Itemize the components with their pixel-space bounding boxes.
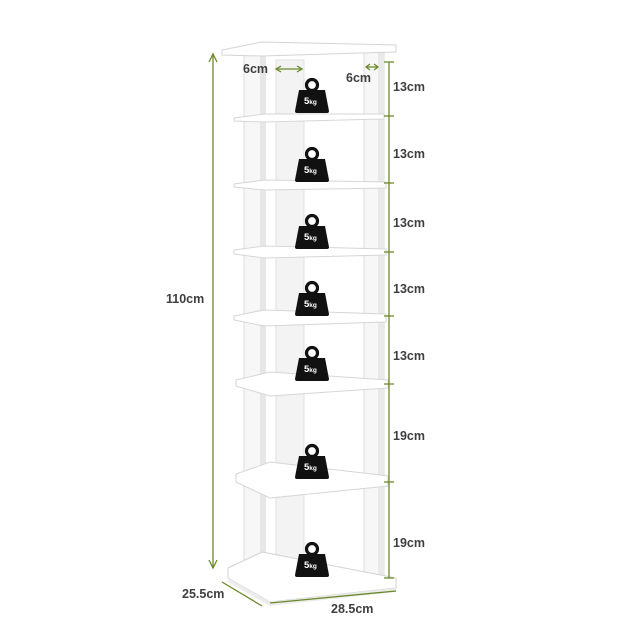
weight-icon: 5kg (295, 213, 329, 249)
shelf-spacing-label: 19cm (393, 536, 425, 550)
shelf (233, 245, 387, 259)
spacing-labels: 13cm 13cm 13cm 13cm 13cm 19cm 19cm (393, 80, 425, 550)
weight-label: 5kg (304, 364, 317, 375)
width-dimension-line (269, 590, 397, 604)
depth-label: 25.5cm (182, 587, 224, 601)
shelf (235, 461, 389, 499)
shelf-spacing-label: 19cm (393, 429, 425, 443)
shelf-spacing-label: 13cm (393, 282, 425, 296)
weight-icon: 5kg (295, 443, 329, 479)
weight-icon: 5kg (295, 77, 329, 113)
shelf (233, 113, 385, 123)
shelf-spacing-label: 13cm (393, 147, 425, 161)
shelf-spacing-label: 13cm (393, 349, 425, 363)
shelf-spacing-label: 13cm (393, 80, 425, 94)
width-label: 28.5cm (331, 602, 373, 616)
top-board (221, 41, 397, 57)
weight-label: 5kg (304, 299, 317, 310)
height-label: 110cm (166, 292, 204, 306)
shoe-rack (221, 41, 397, 606)
weight-icons: 5kg 5kg 5kg 5kg 5kg 5kg 5kg (295, 77, 329, 577)
shelf (233, 179, 387, 191)
weight-label: 5kg (304, 96, 317, 107)
right-gap-label: 6cm (346, 71, 371, 85)
dimension-lines (208, 52, 397, 607)
weight-label: 5kg (304, 165, 317, 176)
weight-icon: 5kg (295, 146, 329, 182)
weight-label: 5kg (304, 560, 317, 571)
weight-icon: 5kg (295, 541, 329, 577)
weight-icon: 5kg (295, 280, 329, 316)
left-gap-label: 6cm (243, 62, 268, 76)
shelf-spacing-label: 13cm (393, 216, 425, 230)
weight-icon: 5kg (295, 345, 329, 381)
shelf (235, 371, 389, 397)
shelf (233, 309, 387, 327)
weight-label: 5kg (304, 232, 317, 243)
depth-dimension-line (221, 581, 263, 607)
weight-label: 5kg (304, 462, 317, 473)
